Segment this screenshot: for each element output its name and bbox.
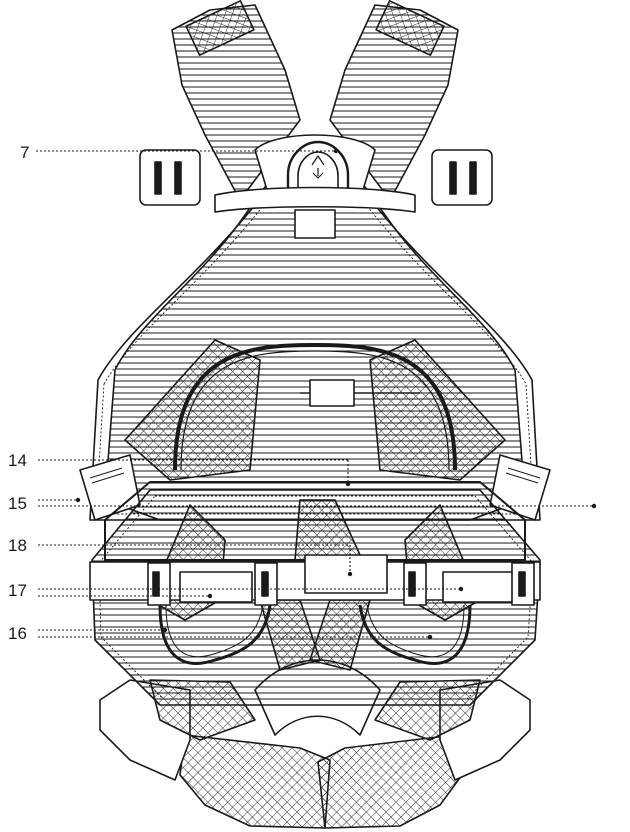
callout-16: 16 [8,624,27,643]
buckle-upper-right [431,149,493,206]
leg-pad-left [179,734,331,829]
gear-loop-left [158,604,272,665]
callout-7: 7 [20,143,30,162]
leg-pad-right [317,734,463,829]
callout-17: 17 [8,581,27,600]
label-patch-center [304,554,388,594]
callout-15: 15 [8,494,27,513]
gear-loop-right [358,604,472,665]
chest-buckle [309,379,355,407]
callout-18: 18 [8,536,27,555]
lower-back-arch [173,343,457,471]
callout-14: 14 [8,451,27,470]
buckle-upper-left [139,149,201,206]
